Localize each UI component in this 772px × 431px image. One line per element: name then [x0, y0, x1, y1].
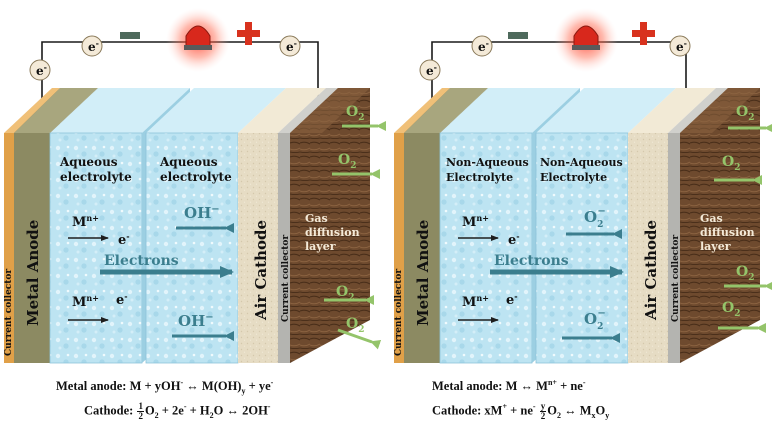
left-electrolyte-2	[145, 132, 239, 364]
left-anode-label: Metal Anode	[24, 220, 42, 326]
right-electron-1: e-	[508, 231, 520, 248]
right-ion-label-2: Mn+	[462, 293, 489, 310]
right-electron-badge-3: e-	[669, 35, 691, 57]
left-minus-sign	[120, 32, 140, 39]
left-cell: e- e- e- Current c	[4, 8, 386, 364]
right-current-collector	[394, 133, 404, 363]
right-anode-equation: Metal anode: M ↔ Mn+ + ne-	[432, 378, 586, 394]
left-electron-badge-3: e-	[279, 35, 301, 57]
right-electrons-label: Electrons	[494, 253, 569, 269]
svg-text:O2: O2	[736, 264, 754, 283]
right-cathode-label: Air Cathode	[642, 220, 660, 321]
svg-text:e-: e-	[36, 62, 47, 78]
left-anode-equation: Metal anode: M + yOH- ↔ M(OH)y + ye-	[56, 378, 274, 396]
left-ion-label-1: Mn+	[72, 213, 99, 230]
svg-text:e-: e-	[478, 38, 489, 54]
right-cathode-collector	[668, 133, 680, 363]
svg-text:O2: O2	[736, 104, 754, 123]
right-ion-label-1: Mn+	[462, 213, 489, 230]
svg-text:O2: O2	[346, 104, 364, 123]
right-plus-sign	[632, 22, 655, 45]
right-anode-label: Metal Anode	[414, 220, 432, 326]
right-electrolyte-1-label: Non-Aqueous Electrolyte	[446, 156, 533, 184]
left-cathode-label: Air Cathode	[252, 220, 270, 321]
right-air-cathode	[628, 133, 668, 363]
left-anion-label-2: OH−	[178, 312, 214, 330]
right-electron-badge-2: e-	[471, 35, 493, 57]
left-anion-label-1: OH−	[184, 204, 220, 222]
left-cathode-collector	[278, 133, 290, 363]
right-anion-label-2: O2−	[584, 308, 606, 332]
left-metal-anode	[14, 133, 50, 363]
left-current-collector-label: Current collector	[4, 269, 14, 356]
svg-text:e-: e-	[426, 62, 437, 78]
svg-text:e-: e-	[676, 38, 687, 54]
right-cathode-collector-label: Current collector	[671, 235, 681, 322]
right-o2-group: O2 O2 O2 O2	[714, 104, 772, 333]
svg-text:e-: e-	[88, 38, 99, 54]
left-gas-diffusion-layer	[290, 88, 370, 363]
left-led-icon	[185, 25, 211, 47]
left-ion-label-2: Mn+	[72, 293, 99, 310]
right-cell: e- e- e- Current collector Metal Anode N…	[394, 8, 772, 364]
left-o2-group: O2 O2 O2 O2	[324, 104, 386, 350]
left-electron-1: e-	[118, 231, 130, 248]
right-metal-anode	[404, 133, 440, 363]
left-current-collector	[4, 133, 14, 363]
left-led-base	[184, 45, 212, 50]
svg-text:e-: e-	[286, 38, 297, 54]
svg-text:O2: O2	[336, 284, 354, 303]
svg-text:O2: O2	[338, 152, 356, 171]
left-electrolyte-2-label: Aqueous electrolyte	[159, 155, 232, 184]
left-plus-sign	[237, 22, 260, 45]
left-electrons-label: Electrons	[104, 253, 179, 269]
left-electrolyte-1-label: Aqueous electrolyte	[59, 155, 132, 184]
right-led-icon	[573, 25, 599, 47]
left-electron-badge-1: e-	[29, 59, 51, 81]
right-electrolyte-2	[535, 132, 629, 364]
left-cathode-collector-label: Current collector	[281, 235, 291, 322]
svg-text:O2: O2	[346, 316, 364, 335]
left-electron-2: e-	[116, 291, 128, 308]
right-led-base	[572, 45, 600, 50]
left-air-cathode	[238, 133, 278, 363]
left-electron-badge-2: e-	[81, 35, 103, 57]
right-electrolyte-2-label: Non-Aqueous Electrolyte	[540, 156, 627, 184]
left-electrolyte-1	[49, 132, 143, 364]
right-gdl-label: Gas diffusion layer	[700, 212, 758, 253]
right-anion-label-1: O2−	[584, 206, 606, 230]
right-electron-2: e-	[506, 291, 518, 308]
right-gas-diffusion-layer	[680, 88, 760, 363]
svg-text:O2: O2	[722, 300, 740, 319]
right-current-collector-label: Current collector	[394, 269, 404, 356]
right-minus-sign	[508, 32, 528, 39]
svg-text:O2: O2	[722, 154, 740, 173]
left-gdl-label: Gas diffusion layer	[305, 212, 363, 253]
right-electron-badge-1: e-	[419, 59, 441, 81]
right-electrolyte-1	[439, 132, 533, 364]
